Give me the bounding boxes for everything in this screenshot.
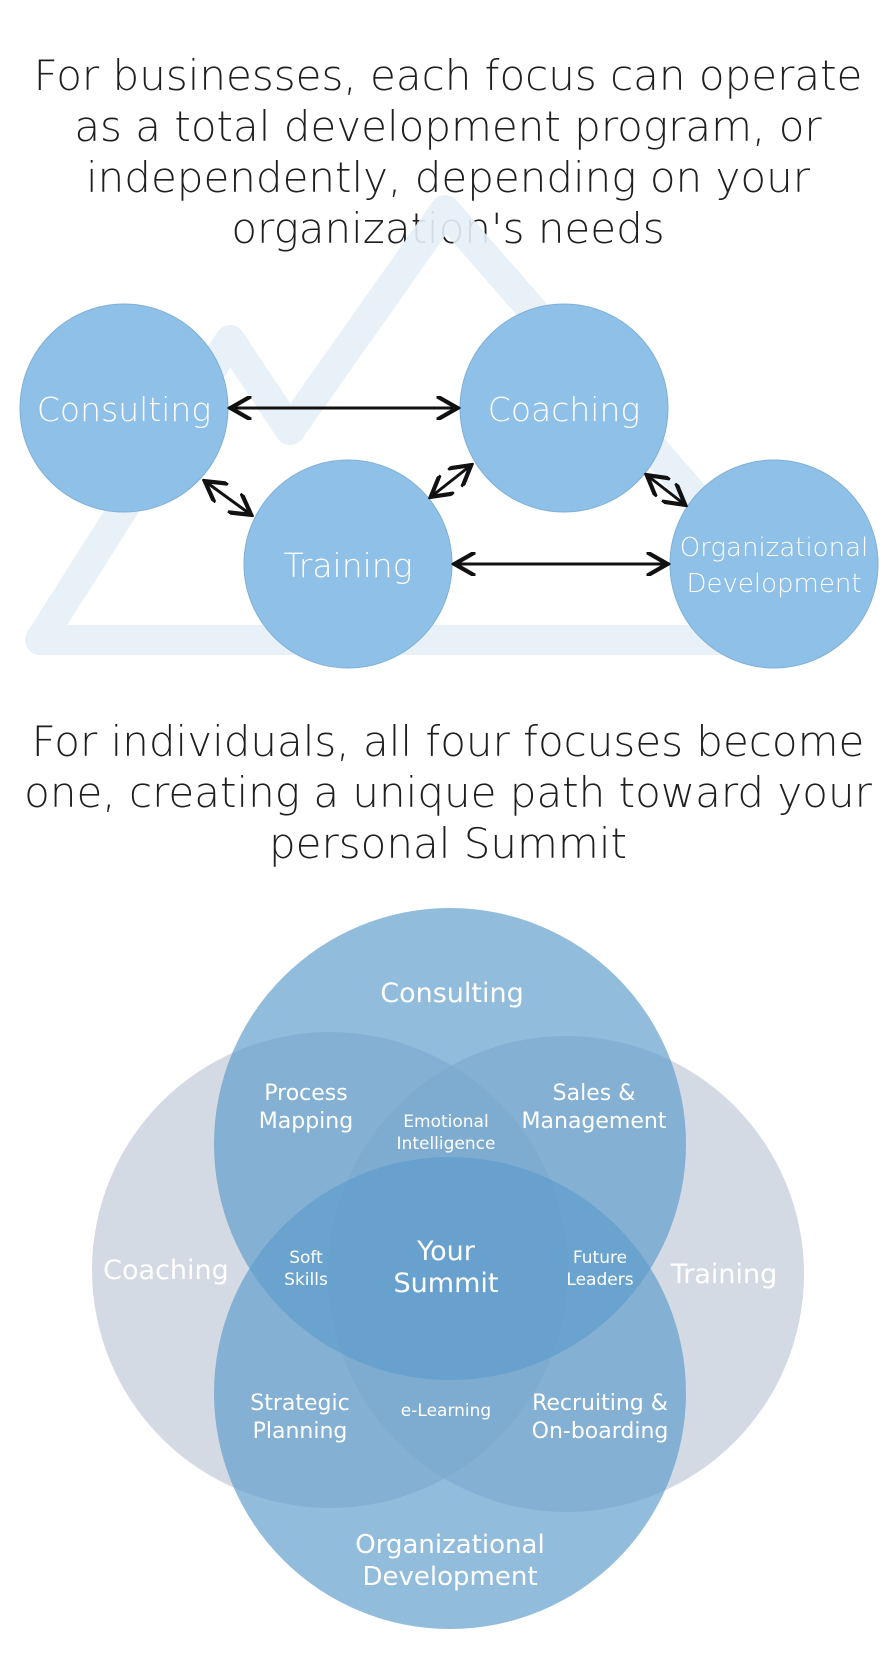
process-mapping-label-line1: Process (264, 1081, 347, 1106)
sales-management-label-line2: Management (522, 1109, 667, 1134)
future-leaders-label-line2: Leaders (566, 1270, 633, 1290)
arrow-coaching-orgdev (648, 476, 684, 504)
venn-diagram: Consulting Coaching Training Organizatio… (92, 908, 804, 1629)
venn-consulting-label: Consulting (380, 978, 524, 1009)
your-summit-label-line2: Summit (394, 1268, 499, 1299)
consulting-node-label: Consulting (37, 390, 211, 429)
soft-skills-label-line2: Skills (284, 1270, 328, 1290)
arrow-training-coaching (432, 466, 470, 496)
orgdev-node-label-line2: Development (686, 569, 861, 599)
organizational-development-node (669, 459, 879, 669)
e-learning-label: e-Learning (401, 1401, 491, 1421)
sales-management-label-line1: Sales & (553, 1081, 636, 1106)
strategic-planning-label-line2: Planning (253, 1419, 348, 1444)
venn-coaching-label: Coaching (103, 1255, 229, 1286)
recruiting-onboarding-label-line1: Recruiting & (532, 1391, 668, 1416)
future-leaders-label-line1: Future (573, 1248, 627, 1268)
recruiting-onboarding-label-line2: On-boarding (532, 1419, 669, 1444)
coaching-node-label: Coaching (488, 390, 640, 429)
training-node-label: Training (283, 546, 412, 585)
venn-orgdev-label-line1: Organizational (355, 1530, 544, 1560)
venn-orgdev-label-line2: Development (362, 1562, 537, 1592)
venn-training-label: Training (670, 1259, 778, 1290)
emotional-intelligence-label-line1: Emotional (403, 1112, 488, 1132)
orgdev-node-label-line1: Organizational (680, 533, 868, 563)
venn-consulting-circle (214, 908, 686, 1380)
soft-skills-label-line1: Soft (289, 1248, 323, 1268)
your-summit-label-line1: Your (416, 1236, 476, 1267)
individual-heading: For individuals, all four focuses become… (24, 717, 872, 868)
strategic-planning-label-line1: Strategic (250, 1391, 349, 1416)
emotional-intelligence-label-line2: Intelligence (397, 1134, 496, 1154)
arrow-consulting-training (206, 482, 250, 514)
business-diagram: Consulting Coaching Training Organizatio… (19, 303, 879, 669)
process-mapping-label-line2: Mapping (259, 1109, 353, 1134)
